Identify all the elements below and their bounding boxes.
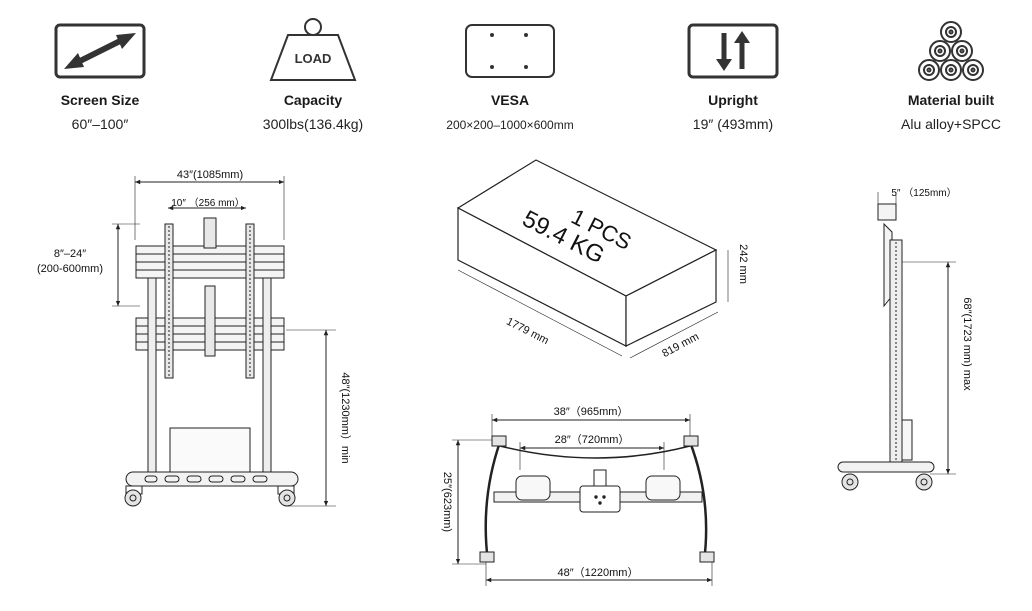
- package-width: 819 mm: [660, 331, 701, 360]
- spec-label: Screen Size: [60, 92, 140, 108]
- material-coils-icon: [866, 18, 1032, 84]
- spec-value: 300lbs(136.4kg): [262, 116, 364, 132]
- front-view: [112, 176, 336, 507]
- base-foot-width: 48″（1220mm）: [558, 566, 639, 579]
- side-offset-label: 5″ （125mm）: [891, 187, 956, 199]
- weight-icon: LOAD: [228, 18, 398, 84]
- base-view: [452, 414, 715, 586]
- spec-capacity: LOAD Capacity 300lbs(136.4kg): [228, 18, 398, 132]
- vesa-pattern-icon: [425, 18, 595, 84]
- spec-value: 19″ (493mm): [692, 116, 774, 132]
- base-outer-width: 38″（965mm）: [554, 405, 629, 418]
- spec-value: Alu alloy+SPCC: [901, 116, 1001, 132]
- spec-label: Upright: [708, 92, 758, 108]
- front-vesa-range-mm: (200-600mm): [37, 263, 103, 275]
- side-max-height-label: 68″(1723 mm) max: [961, 297, 973, 391]
- front-min-height-label: 48″(1230mm）min: [339, 372, 352, 463]
- base-depth: 25″(623mm): [441, 472, 453, 532]
- spec-value: 60″–100″: [71, 116, 129, 132]
- up-down-arrows-icon: [648, 18, 818, 84]
- spec-label: VESA: [490, 92, 530, 108]
- diagonal-arrow-icon: [15, 18, 185, 84]
- front-width-label: 43″(1085mm): [177, 169, 243, 181]
- base-inner-width: 28″（720mm）: [555, 433, 630, 446]
- package-height: 242 mm: [737, 244, 749, 284]
- spec-vesa: VESA 200×200–1000×600mm: [425, 18, 595, 132]
- spec-upright: Upright 19″ (493mm): [648, 18, 818, 132]
- spec-label: Material built: [907, 92, 995, 108]
- spec-material: Material built Alu alloy+SPCC: [866, 18, 1032, 132]
- spec-value: 200×200–1000×600mm: [446, 118, 574, 132]
- package-box: [456, 159, 729, 359]
- front-vesa-range-in: 8″–24″: [54, 248, 86, 260]
- spec-screen-size: Screen Size 60″–100″: [15, 18, 185, 132]
- weight-icon-text: LOAD: [295, 51, 332, 66]
- side-view: [837, 192, 956, 491]
- front-bracket-label: 10″ （256 mm）: [171, 197, 245, 209]
- package-length: 1779 mm: [504, 316, 550, 348]
- spec-label: Capacity: [283, 92, 343, 108]
